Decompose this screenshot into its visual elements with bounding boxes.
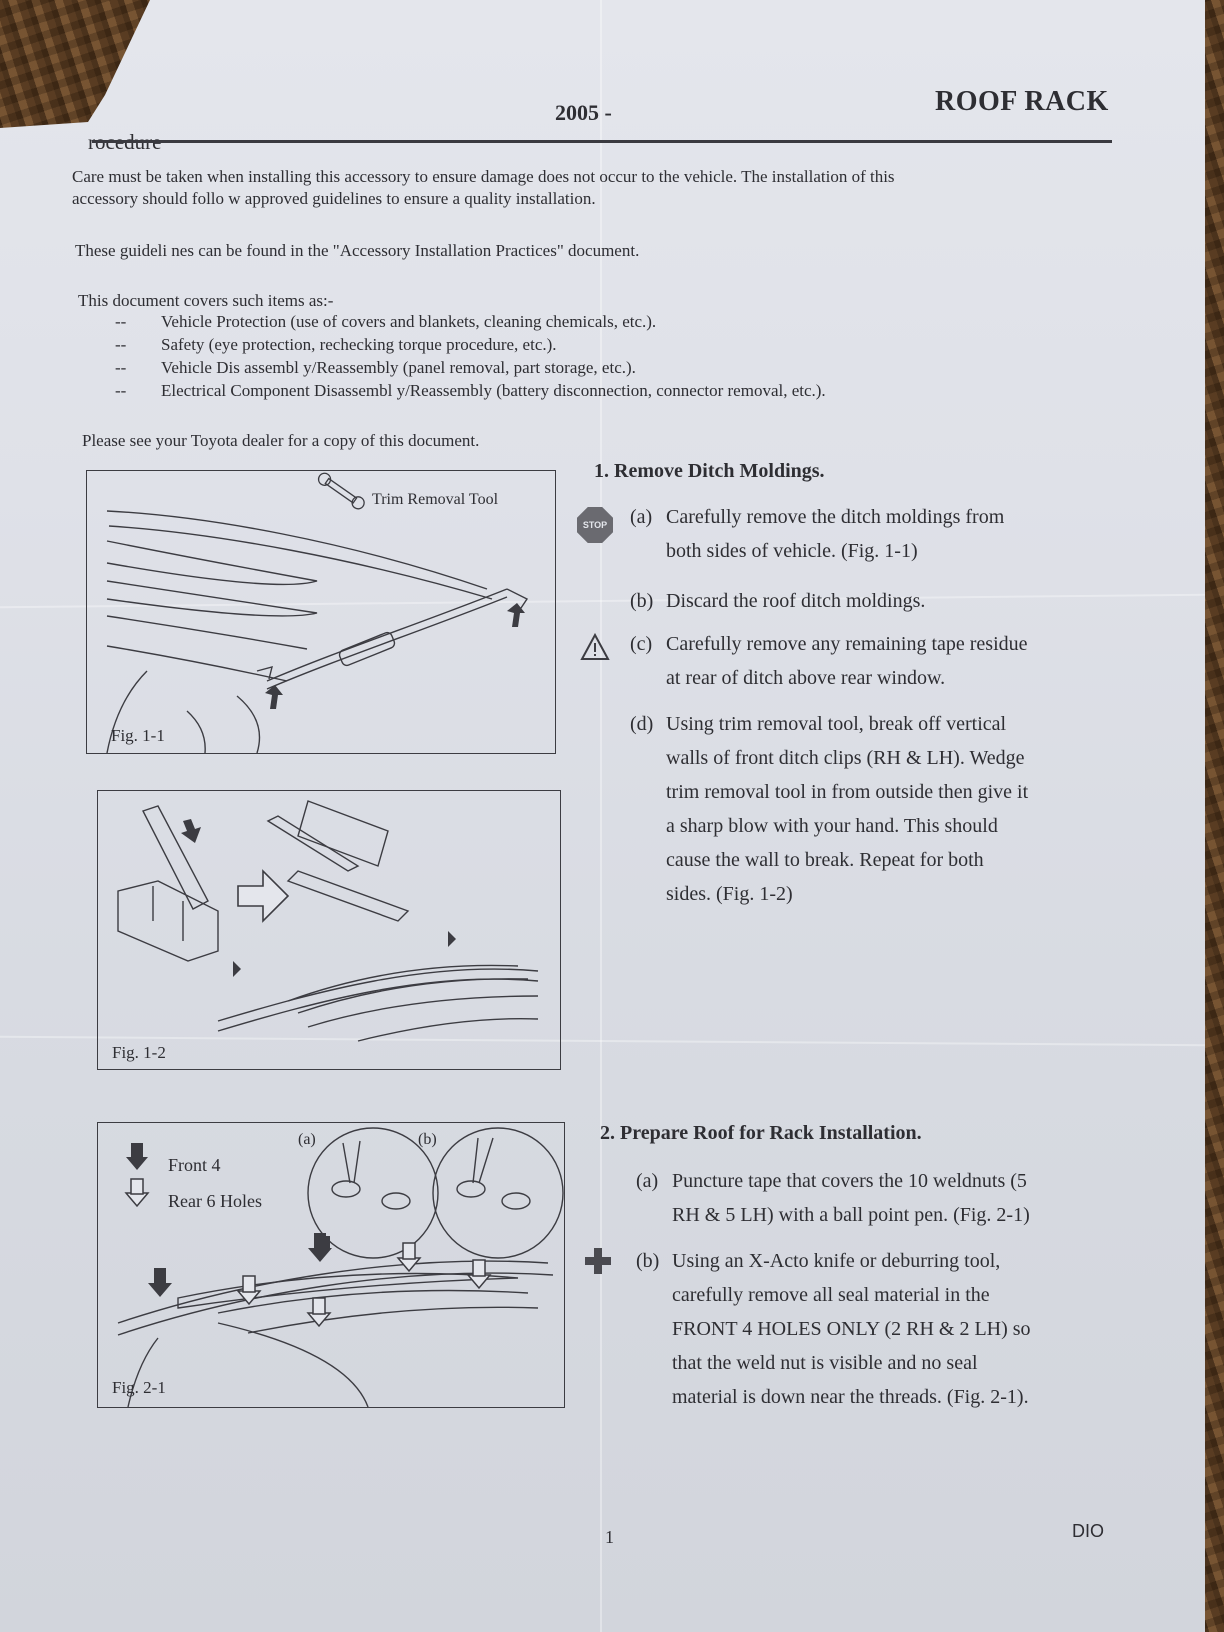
outline-arrow-icon xyxy=(472,1259,486,1277)
document-code: DIO xyxy=(1072,1521,1105,1541)
covered-items-list: --Vehicle Protection (use of covers and … xyxy=(115,311,826,403)
legend-outline-arrow-icon xyxy=(124,1178,150,1208)
paper-crease xyxy=(600,0,602,1632)
figure-1-1: Trim Removal Tool Fig. 1-1 xyxy=(86,470,556,754)
figure-caption: Fig. 1-2 xyxy=(112,1043,166,1062)
right-arrow-icon xyxy=(237,869,290,923)
figure-caption: Fig. 2-1 xyxy=(112,1378,166,1397)
step-1b: (b)Discard the roof ditch moldings. xyxy=(630,590,926,612)
roof-ditch-illustration xyxy=(106,472,529,753)
arrow-icon xyxy=(223,961,241,977)
list-item: --Safety (eye protection, rechecking tor… xyxy=(115,335,557,354)
outline-arrow-icon xyxy=(312,1297,326,1315)
legend-front: Front 4 xyxy=(168,1155,221,1175)
list-item: --Vehicle Dis assembl y/Reassembly (pane… xyxy=(115,358,636,377)
header-rule xyxy=(92,140,1112,143)
clip-break-illustration xyxy=(117,800,539,1042)
tool-label: Trim Removal Tool xyxy=(372,491,499,508)
filled-arrow-icon xyxy=(148,1283,172,1297)
step-2-title: 2. Prepare Roof for Rack Installation. xyxy=(600,1122,922,1144)
filled-arrow-icon xyxy=(308,1248,332,1262)
legend-filled-arrow-icon xyxy=(126,1143,148,1170)
plus-icon xyxy=(585,1248,611,1274)
arrow-icon xyxy=(265,685,283,709)
wrench-icon xyxy=(317,472,365,510)
intro-line: Care must be taken when installing this … xyxy=(72,167,895,186)
step-1c: (c)Carefully remove any remaining tape r… xyxy=(630,633,1028,689)
figure-caption: Fig. 1-1 xyxy=(111,726,165,745)
inset-b-label: (b) xyxy=(418,1131,437,1148)
step-2b: (b)Using an X-Acto knife or deburring to… xyxy=(636,1250,1031,1408)
figure-1-2: Fig. 1-2 xyxy=(97,790,561,1070)
list-item: --Vehicle Protection (use of covers and … xyxy=(115,312,657,331)
step-1-title: 1. Remove Ditch Moldings. xyxy=(594,460,825,482)
step-2a: (a)Puncture tape that covers the 10 weld… xyxy=(636,1170,1030,1226)
figure-2-1: Front 4 Rear 6 Holes (a) (b) Fig. 2-1 xyxy=(97,1122,565,1408)
page-number: 1 xyxy=(605,1527,614,1547)
intro-line: accessory should follo w approved guidel… xyxy=(72,189,596,208)
header-year: 2005 - xyxy=(555,100,612,125)
list-item: --Electrical Component Disassembl y/Reas… xyxy=(115,381,826,400)
stop-icon: STOP xyxy=(577,507,613,543)
intro-paragraph: Care must be taken when installing this … xyxy=(72,166,1072,210)
arrow-icon xyxy=(507,603,525,627)
guidelines-paragraph: These guideli nes can be found in the "A… xyxy=(75,241,640,260)
legend-rear: Rear 6 Holes xyxy=(168,1191,262,1211)
page-title: ROOF RACK xyxy=(935,86,1109,117)
filled-arrow-icon xyxy=(154,1268,166,1284)
inset-a-label: (a) xyxy=(298,1131,316,1148)
outline-arrow-icon xyxy=(242,1275,256,1293)
warning-icon xyxy=(580,633,610,660)
covers-paragraph: This document covers such items as:- xyxy=(78,291,334,310)
step-1d: (d)Using trim removal tool, break off ve… xyxy=(630,713,1029,905)
outline-arrow-icon xyxy=(402,1242,416,1260)
arrow-icon xyxy=(438,931,456,947)
step-1a: (a)Carefully remove the ditch moldings f… xyxy=(630,506,1005,562)
roof-holes-illustration xyxy=(117,1127,564,1407)
outline-arrow-icon xyxy=(466,1274,492,1290)
dealer-note: Please see your Toyota dealer for a copy… xyxy=(82,431,480,450)
arrow-icon xyxy=(181,819,201,843)
filled-arrow-icon xyxy=(314,1233,326,1249)
